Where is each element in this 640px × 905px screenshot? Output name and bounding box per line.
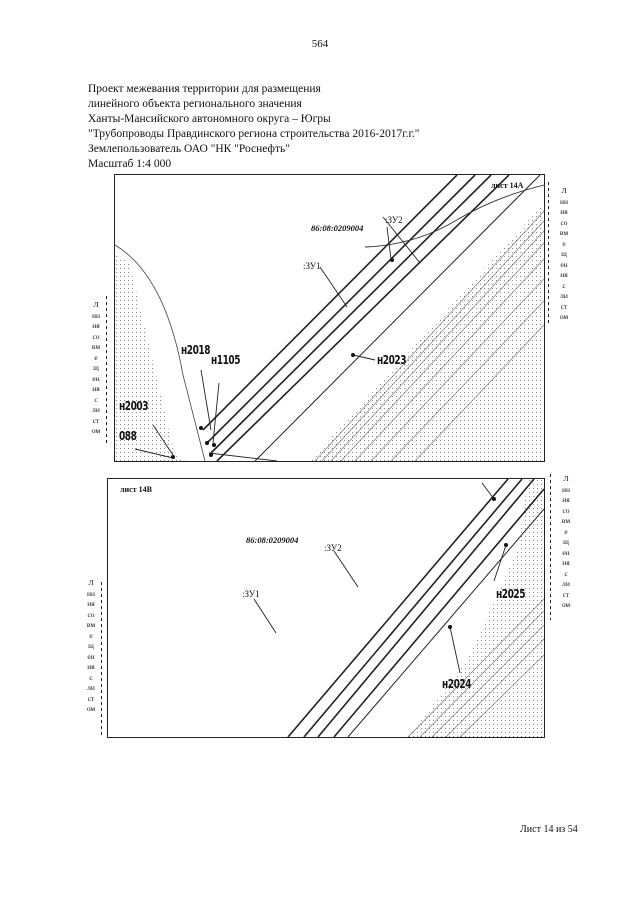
boundary-curve-left [115, 244, 206, 461]
parcel-label-zu2: :ЗУ2 [324, 543, 342, 553]
sheet-label: лист 14В [120, 485, 152, 494]
point-label-n2025: н2025 [496, 587, 526, 601]
header-line: Проект межевания территории для размещен… [88, 83, 321, 95]
leader-lines [253, 482, 507, 674]
point-label-088: 088 [119, 429, 137, 443]
page-number: 564 [311, 38, 329, 50]
header-line: Ханты-Мансийского автономного округа – Ю… [88, 113, 331, 125]
parcel-label-zu1: :ЗУ1 [303, 261, 321, 271]
sheet-counter: Лист 14 из 54 [520, 824, 578, 835]
dotted-area-left [115, 255, 185, 461]
point-label-n2024: н2024 [442, 677, 472, 691]
header-line: "Трубопроводы Правдинского региона строи… [88, 128, 420, 140]
cadastral-number: 86:08:0209004 [311, 223, 364, 233]
map-a-drawing [115, 175, 544, 461]
point-label-n2018: н2018 [181, 343, 211, 357]
leader-lines [134, 216, 421, 461]
fine-line-bundle [407, 598, 544, 737]
point-label-n2003: н2003 [119, 399, 149, 413]
parcel-label-zu2: :ЗУ2 [385, 215, 403, 225]
fine-line-bundle [314, 210, 544, 461]
header-line: Масштаб 1:4 000 [88, 158, 172, 170]
header-line: Землепользователь ОАО "НК "Роснефть" [88, 143, 290, 155]
parcel-label-zu1: :ЗУ1 [242, 589, 260, 599]
point-label-n1105: н1105 [211, 353, 241, 367]
survey-points [171, 258, 394, 459]
dotted-area-right [310, 203, 544, 461]
cadastral-number: 86:08:0209004 [246, 535, 299, 545]
header-line: линейного объекта регионального значения [88, 98, 302, 110]
map-b-drawing [253, 479, 544, 737]
point-label-n2023: н2023 [377, 353, 407, 367]
document-header: Проект межевания территории для размещен… [88, 82, 419, 172]
side-dash-left-a [106, 296, 107, 444]
pipeline-corridor [202, 175, 541, 461]
map-sheet-14b: лист 14В 86:08:0209004 :ЗУ2 :ЗУ1 н2025 н… [107, 478, 545, 738]
dotted-area-right [408, 479, 544, 737]
side-dash-right-a [548, 182, 549, 326]
survey-points [448, 497, 508, 629]
side-dash-left-b [101, 582, 102, 738]
sheet-label: лист 14А [491, 181, 524, 190]
pipeline-corridor [287, 479, 544, 737]
corridor-curve [364, 184, 544, 248]
side-dash-right-b [550, 474, 551, 620]
map-sheet-14a: лист 14А 86:08:0209004 :ЗУ2 :ЗУ1 н2018 н… [114, 174, 545, 462]
